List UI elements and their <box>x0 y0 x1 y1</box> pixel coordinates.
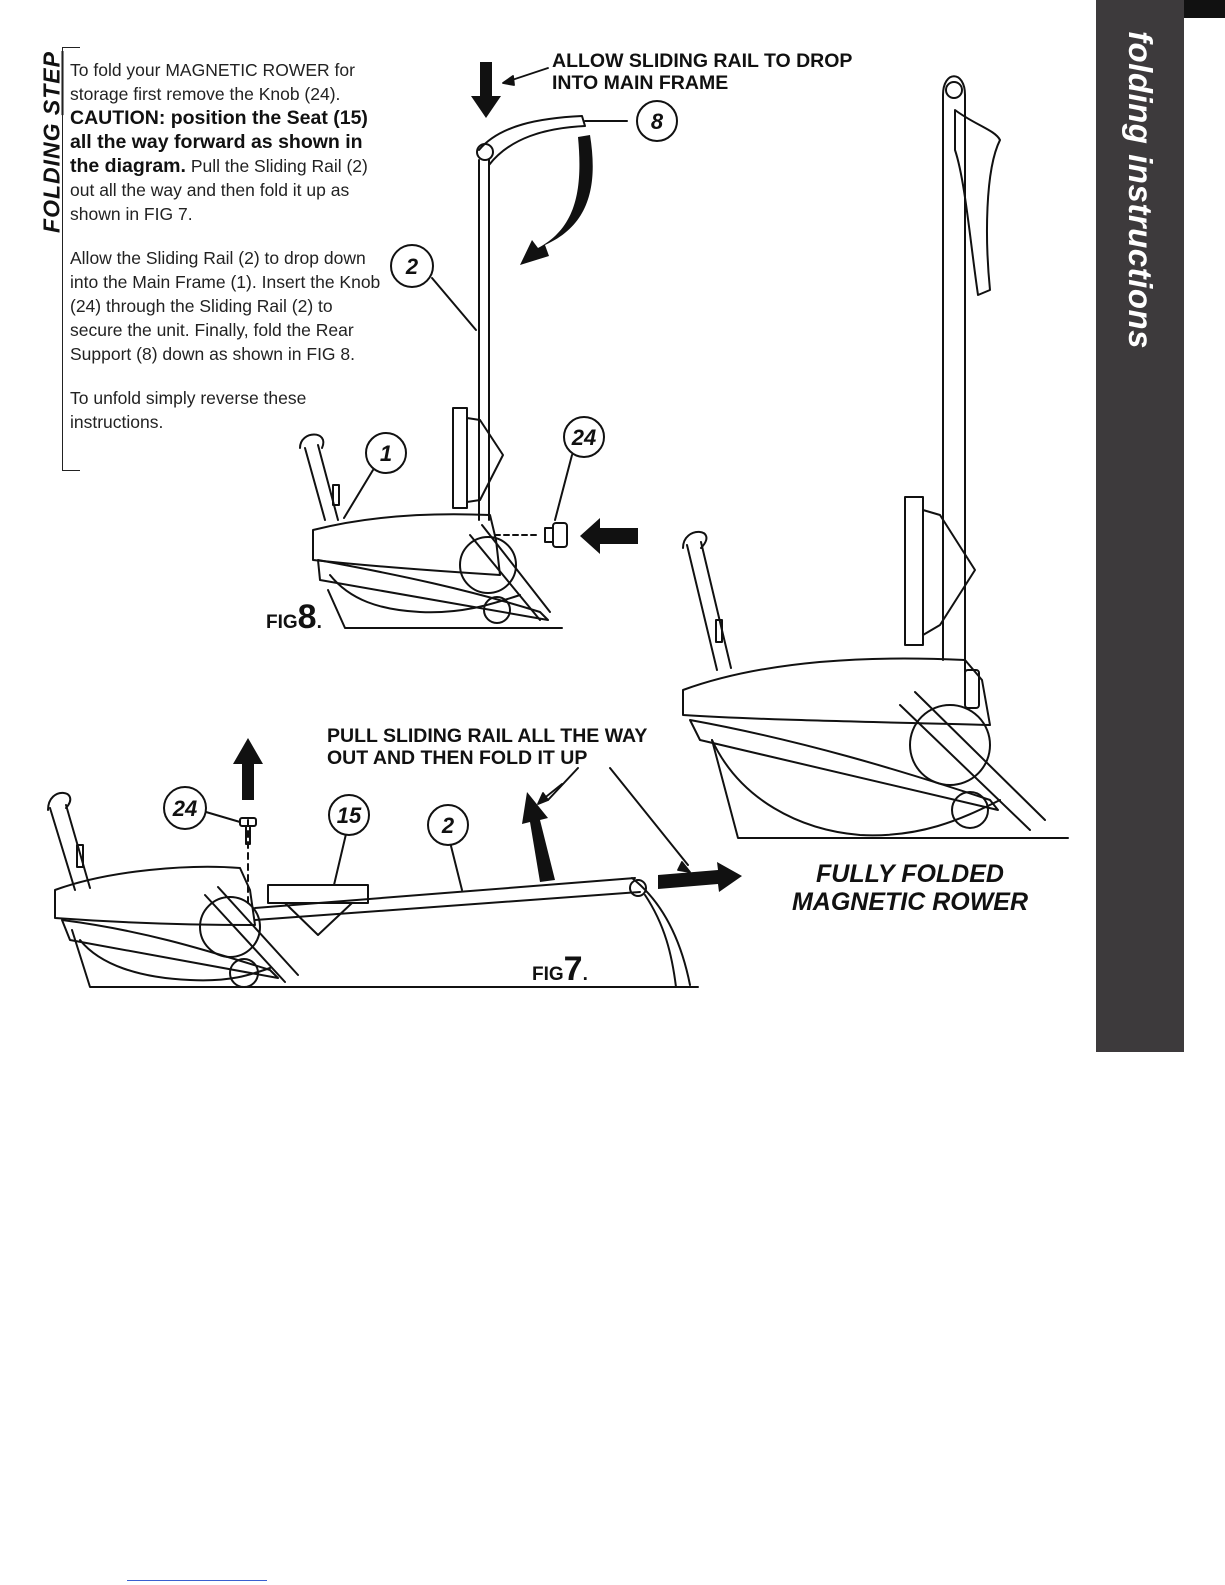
fig7-prefix: FIG <box>532 964 564 985</box>
fig8-prefix: FIG <box>266 612 298 633</box>
para1-end: Pull the Sliding Rail (2) out all the wa… <box>70 156 368 224</box>
page-corner-mark <box>1184 0 1225 18</box>
part-number-1: 1 <box>380 441 392 466</box>
fig7-label: FIG7. <box>532 950 588 989</box>
part-number-15: 15 <box>337 803 362 828</box>
fully-folded-line1: FULLY FOLDED <box>816 860 1004 888</box>
part-number-2-fig7: 2 <box>441 813 455 838</box>
pull-callout: PULL SLIDING RAIL ALL THE WAY OUT AND TH… <box>327 725 647 769</box>
bracket-bottom-rule <box>62 470 80 471</box>
instructions-paragraph-1: To fold your MAGNETIC ROWER for storage … <box>70 58 386 226</box>
drop-callout-line2: INTO MAIN FRAME <box>552 72 729 94</box>
instructions-paragraph-2: Allow the Sliding Rail (2) to drop down … <box>70 248 381 364</box>
fig7-number: 7 <box>563 950 583 988</box>
section-tab <box>1096 0 1184 1052</box>
fully-folded-line2: MAGNETIC ROWER <box>791 888 1029 916</box>
pull-callout-line1: PULL SLIDING RAIL ALL THE WAY <box>327 725 648 747</box>
fully-folded-caption: FULLY FOLDED MAGNETIC ROWER <box>790 860 1030 916</box>
bracket-top-rule <box>62 47 80 48</box>
fig8-label: FIG8. <box>266 598 322 637</box>
fig7-drawing <box>47 767 699 988</box>
fig7-suffix: . <box>582 964 588 985</box>
fig8-drawing <box>299 115 628 629</box>
part-number-24-fig8: 24 <box>571 425 596 450</box>
instructions-paragraph-3: To unfold simply reverse these instructi… <box>70 388 307 432</box>
part-number-24-fig7: 24 <box>172 796 197 821</box>
drop-callout-line1: ALLOW SLIDING RAIL TO DROP <box>552 50 853 72</box>
bracket-left-rule <box>62 47 63 470</box>
drop-callout: ALLOW SLIDING RAIL TO DROP INTO MAIN FRA… <box>552 50 852 94</box>
part-number-2-fig8: 2 <box>405 254 419 279</box>
fig8-suffix: . <box>316 612 322 633</box>
fig8-number: 8 <box>297 598 317 636</box>
caution-text: CAUTION: position the Seat (15) all the … <box>70 107 368 177</box>
page-bottom-rule <box>127 1580 267 1581</box>
instructions-text: To fold your MAGNETIC ROWER for storage … <box>70 58 386 454</box>
para1-start: To fold your MAGNETIC ROWER for storage … <box>70 60 355 104</box>
pull-callout-line2: OUT AND THEN FOLD IT UP <box>327 747 588 769</box>
part-number-8: 8 <box>651 109 664 134</box>
folded-rower-drawing <box>609 75 1069 866</box>
direction-arrows <box>233 62 742 892</box>
